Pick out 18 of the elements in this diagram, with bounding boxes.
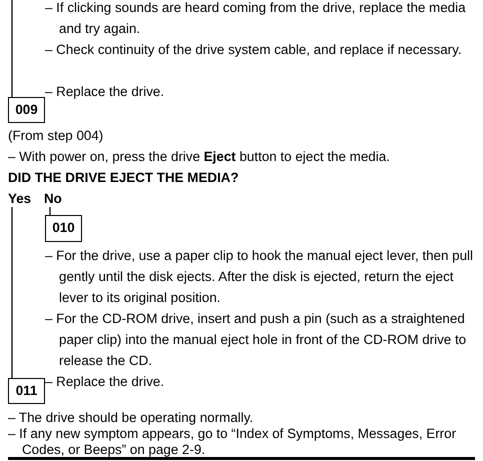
- instruction-text: – For the CD-ROM drive, insert and push a pin (such as a straightened paper clip) into the manual eject hole in front of the CD-ROM drive to release the CD.: [45, 310, 468, 370]
- instruction-text: – If clicking sounds are heard coming from the drive, replace the media and try again.: [45, 0, 467, 38]
- step-number-box: 010: [45, 215, 82, 242]
- question-heading: DID THE DRIVE EJECT THE MEDIA?: [8, 169, 240, 187]
- step-number-box: 011: [8, 378, 45, 404]
- answer-label: Yes: [8, 188, 32, 209]
- answer-label: No: [44, 188, 62, 209]
- flow-line: [11, 0, 13, 97]
- instruction-text: – The drive should be operating normally.: [8, 409, 254, 427]
- instruction-text: – Replace the drive.: [45, 83, 166, 101]
- instruction-text: – For the drive, use a paper clip to hook the manual eject lever, then pull gently until the disk ejects. After the disk is ejected, return the eject lever to its original position.: [45, 247, 474, 307]
- step-number-box: 009: [8, 97, 45, 123]
- instruction-text: – Replace the drive.: [45, 373, 166, 391]
- flow-line: [11, 207, 13, 378]
- instruction-text: – If any new symptom appears, go to “Index of Symptoms, Messages, Error Codes, or Beeps” on page 2-9.: [8, 426, 458, 458]
- instruction-text: – Check continuity of the drive system cable, and replace if necessary.: [45, 41, 463, 59]
- instruction-text: – With power on, press the drive Eject button to eject the media.: [8, 148, 391, 166]
- note-text: (From step 004): [8, 127, 104, 145]
